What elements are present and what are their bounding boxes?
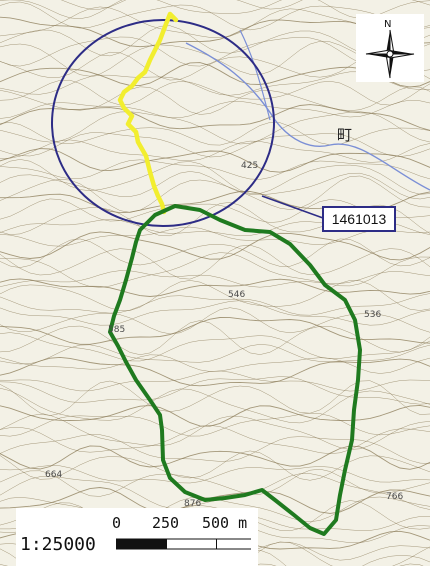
contour-line	[0, 293, 430, 316]
contour-line	[0, 252, 430, 288]
contour-line	[0, 231, 430, 261]
area-circle	[51, 19, 275, 227]
contour-line	[0, 425, 430, 454]
contour-line	[0, 270, 430, 288]
contour-line	[0, 370, 430, 392]
contour-line	[0, 1, 430, 31]
contour-line	[0, 317, 430, 345]
scale-bar	[116, 538, 251, 550]
contour-line	[0, 450, 430, 481]
scale-tick-0: 0	[112, 514, 122, 532]
contour-line	[0, 132, 430, 158]
contour-line	[0, 500, 430, 534]
contour-line	[0, 445, 430, 470]
contour-line	[0, 404, 430, 427]
contour-line	[0, 380, 430, 416]
elevation-label: 585	[108, 325, 125, 335]
elevation-label: 876	[184, 499, 201, 509]
elevation-label: 536	[364, 310, 381, 320]
contour-line	[0, 387, 430, 424]
elevation-label: 664	[45, 470, 62, 480]
contour-line	[0, 332, 430, 362]
boundary-polygon	[108, 204, 362, 536]
contour-line	[0, 148, 430, 173]
contour-line	[0, 171, 430, 200]
contour-line	[0, 434, 430, 464]
contour-line	[0, 99, 430, 119]
contour-line	[0, 238, 430, 268]
compass-north-label: N	[384, 19, 391, 30]
contour-line	[0, 278, 430, 297]
contour-line	[0, 122, 430, 146]
contour-line	[0, 175, 430, 213]
callout-leader-line	[261, 195, 324, 219]
place-label: 町	[337, 126, 352, 144]
contour-line	[69, 549, 430, 566]
contour-line	[0, 465, 430, 484]
contour-line	[0, 468, 430, 497]
parcel-id-callout: 1461013	[322, 206, 396, 232]
contour-line	[0, 159, 430, 195]
trail-line	[117, 11, 179, 215]
scale-ratio: 1:25000	[20, 534, 96, 555]
compass-rose: N	[356, 14, 424, 82]
scale-box: 0 250 500 m 1:25000	[16, 508, 258, 566]
contour-line	[0, 104, 430, 131]
contour-line	[0, 79, 430, 106]
contour-line	[60, 0, 430, 10]
contour-line	[0, 413, 430, 450]
contour-line	[0, 344, 430, 365]
contour-line	[0, 356, 430, 387]
contour-line	[0, 244, 430, 280]
elevation-label: 425	[241, 161, 258, 171]
contour-line	[0, 412, 430, 437]
compass-rose-icon: N	[365, 19, 415, 79]
contour-line	[0, 86, 430, 115]
contour-line	[0, 307, 430, 335]
contour-line	[0, 280, 430, 311]
scale-tick-250: 250	[152, 514, 180, 532]
contour-line	[0, 139, 430, 163]
contour-line	[0, 320, 430, 355]
contour-line	[0, 376, 430, 405]
contour-line	[0, 300, 430, 326]
road-line	[239, 29, 271, 121]
contour-line	[0, 111, 430, 145]
scale-tick-500: 500 m	[202, 514, 248, 532]
elevation-label: 766	[386, 492, 403, 502]
elevation-label: 546	[228, 290, 245, 300]
contour-line	[0, 159, 430, 180]
road-line	[185, 42, 430, 191]
